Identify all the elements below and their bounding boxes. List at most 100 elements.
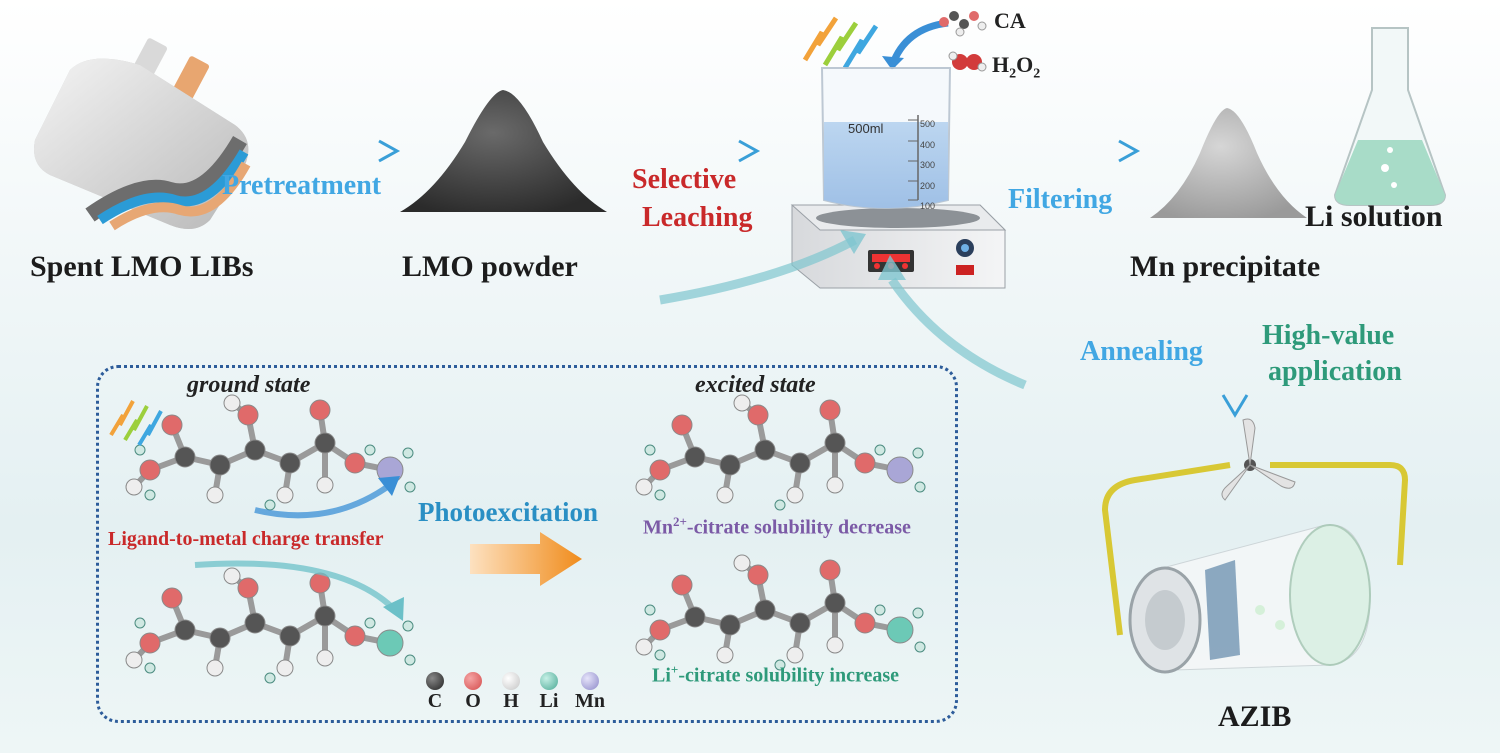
o-atom <box>747 404 769 426</box>
mn-atom <box>886 456 914 484</box>
beaker-volume-label: 500ml <box>848 121 884 136</box>
li-solubility-label: Li+-citrate solubility increase <box>652 662 900 687</box>
electron-marker <box>644 444 656 456</box>
c-atom <box>824 432 846 454</box>
h-atom <box>276 659 294 677</box>
beaker-tick: 100 <box>920 201 936 211</box>
charge-transfer-arrow-mn <box>254 476 400 519</box>
li-atom <box>376 629 404 657</box>
electron-marker <box>874 604 886 616</box>
legend-label: Li <box>539 690 559 712</box>
h-atom <box>276 486 294 504</box>
electron-marker <box>774 499 786 511</box>
o-atom <box>819 559 841 581</box>
light-rays-icon <box>802 16 879 70</box>
o-atom <box>237 404 259 426</box>
c-atom <box>244 612 266 634</box>
o-atom <box>309 399 331 421</box>
legend-label: C <box>427 690 443 712</box>
o-atom <box>649 619 671 641</box>
electron-marker <box>644 604 656 616</box>
c-atom <box>789 452 811 474</box>
c-atom <box>719 454 741 476</box>
electron-marker <box>914 641 926 653</box>
pretreatment-arrow <box>255 139 401 163</box>
h-atom <box>635 638 653 656</box>
azib-device-icon <box>1101 418 1409 674</box>
o-atom <box>139 459 161 481</box>
o-atom <box>671 414 693 436</box>
c-atom <box>314 432 336 454</box>
beaker-tick: 200 <box>920 180 936 191</box>
li-solution-label: Li solution <box>1305 200 1443 233</box>
h-atom <box>635 478 653 496</box>
lmo-powder-icon <box>400 90 607 212</box>
o-atom <box>161 587 183 609</box>
azib-label: AZIB <box>1218 700 1292 733</box>
selective-leaching-label-1: Selective <box>632 164 737 195</box>
o-atom <box>649 459 671 481</box>
c-atom <box>824 592 846 614</box>
o-atom <box>854 612 876 634</box>
electron-marker <box>914 481 926 493</box>
h2o2-label: H2O2 <box>992 52 1041 82</box>
mechanism-link-arrows <box>659 230 1027 390</box>
h-atom <box>733 394 751 412</box>
o-atom <box>344 452 366 474</box>
high-value-label-2: application <box>1268 356 1402 387</box>
annealing-arrow <box>1221 295 1249 418</box>
citrate-mn-ground-molecule <box>125 394 416 511</box>
high-value-label-1: High-value <box>1262 320 1395 351</box>
o-atom <box>139 632 161 654</box>
c-atom <box>174 446 196 468</box>
o-atom <box>237 577 259 599</box>
legend-swatch-o <box>464 672 482 690</box>
c-atom <box>279 452 301 474</box>
c-atom <box>754 439 776 461</box>
photoexcitation-arrow-icon <box>470 532 582 586</box>
selective-leaching-label-2: Leaching <box>642 202 753 233</box>
legend-swatch-li <box>540 672 558 690</box>
electron-marker <box>144 489 156 501</box>
electron-marker <box>264 672 276 684</box>
filtering-label: Filtering <box>1008 184 1113 215</box>
legend-item: Mn <box>572 672 608 713</box>
h-atom <box>316 649 334 667</box>
citrate-li-excited-molecule <box>635 554 926 671</box>
electron-marker <box>912 607 924 619</box>
mn-solubility-label: Mn2+-citrate solubility decrease <box>643 514 911 539</box>
citrate-mn-excited-molecule <box>635 394 926 511</box>
h-atom <box>786 486 804 504</box>
legend-item: O <box>458 672 488 713</box>
mn-precipitate-label: Mn precipitate <box>1130 250 1321 283</box>
beaker-tick: 500 <box>920 119 936 129</box>
pretreatment-label: Pretreatment <box>222 170 382 201</box>
electron-marker <box>402 447 414 459</box>
electron-marker <box>654 649 666 661</box>
c-atom <box>279 625 301 647</box>
electron-marker <box>364 617 376 629</box>
electron-marker <box>402 620 414 632</box>
beaker-tick: 400 <box>920 139 936 150</box>
legend-swatch-mn <box>581 672 599 690</box>
mechanism-panel <box>96 365 958 723</box>
h-atom <box>826 636 844 654</box>
legend-label: H <box>503 690 519 712</box>
c-atom <box>314 605 336 627</box>
erlenmeyer-flask-icon <box>1333 27 1447 206</box>
o-atom <box>161 414 183 436</box>
citrate-li-ground-molecule <box>125 567 416 684</box>
lmo-powder-label: LMO powder <box>402 250 578 283</box>
c-atom <box>684 446 706 468</box>
h-atom <box>206 659 224 677</box>
h-atom <box>826 476 844 494</box>
electron-marker <box>134 617 146 629</box>
o-atom <box>854 452 876 474</box>
annealing-label: Annealing <box>1080 336 1203 367</box>
electron-marker <box>912 447 924 459</box>
h2o2-molecule-icon <box>948 51 987 72</box>
legend-label: Mn <box>575 690 605 712</box>
atom-legend: C O H Li Mn <box>420 672 620 720</box>
h-atom <box>223 394 241 412</box>
excited-state-label: excited state <box>695 372 816 398</box>
